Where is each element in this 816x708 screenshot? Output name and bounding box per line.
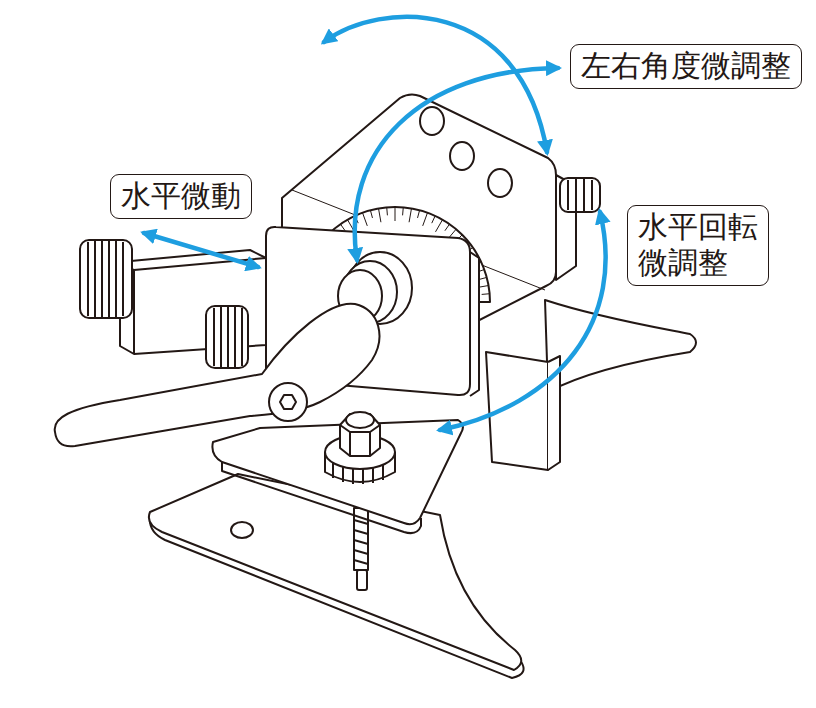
- right-knob: [560, 178, 600, 212]
- base-plate: [149, 474, 524, 678]
- protractor-scale-part: [363, 213, 368, 226]
- adjust-screw-part: [354, 520, 368, 524]
- motion-arrows-part: [324, 17, 547, 152]
- protractor-scale-part: [402, 207, 404, 215]
- protractor-scale-part: [432, 216, 435, 223]
- adjust-screw-part: [354, 540, 368, 544]
- slide-block-left-part: [101, 240, 103, 318]
- clamp-lever-part: [269, 383, 307, 421]
- lock-nut-part: [352, 468, 354, 484]
- slide-block-left-part: [227, 306, 229, 368]
- slide-block-left-part: [108, 240, 110, 318]
- clamp-lever-part: [280, 395, 296, 409]
- slide-block-left-part: [206, 306, 248, 368]
- callout-label: 水平回転 微調整: [638, 209, 758, 281]
- protractor-scale-part: [379, 208, 381, 222]
- clamp-lever-part: [55, 304, 380, 447]
- base-arm-part: [545, 300, 696, 392]
- right-knob-part: [567, 180, 569, 210]
- slide-block-left-part: [94, 241, 96, 317]
- right-knob-part: [583, 178, 585, 212]
- slide-block-left-part: [115, 241, 117, 317]
- protractor-scale-part: [395, 207, 396, 221]
- protractor-scale-part: [479, 277, 487, 279]
- right-knob-part: [591, 180, 593, 210]
- bracket-plate-part: [470, 252, 479, 396]
- upper-plate: [212, 420, 463, 533]
- motion-arrows-part: [355, 68, 558, 260]
- upper-plate-part: [212, 420, 463, 524]
- lock-nut-part: [382, 464, 384, 480]
- right-knob-part: [575, 178, 577, 212]
- lock-nut-part: [346, 412, 374, 428]
- motion-arrows-part: [440, 212, 606, 430]
- protractor-scale-part: [436, 220, 443, 232]
- callout-label: 左右角度微調整: [581, 48, 791, 84]
- protractor-scale-part: [370, 210, 372, 218]
- base-plate-part: [149, 474, 521, 670]
- right-knob-part: [560, 178, 600, 212]
- protractor-scale-part: [341, 224, 346, 231]
- slide-block-left-part: [80, 240, 132, 318]
- slide-block-left-part: [213, 308, 215, 366]
- callout-box: 左右角度微調整: [570, 44, 802, 89]
- adjust-screw-part: [354, 530, 368, 534]
- adjust-screw: [354, 508, 368, 590]
- base-plate-part: [231, 522, 253, 538]
- callout-label: 水平微動: [121, 178, 241, 214]
- base-arm: [545, 300, 696, 392]
- protractor-scale-part: [445, 224, 450, 231]
- lock-nut-part: [362, 468, 364, 484]
- lock-nut: [325, 412, 395, 484]
- callout-box: 水平微動: [110, 174, 252, 219]
- slide-block-left-part: [87, 242, 89, 316]
- lock-nut-part: [332, 462, 334, 478]
- callout-box: 水平回転 微調整: [627, 205, 769, 286]
- motion-arrows-part: [144, 233, 258, 267]
- protractor-scale-part: [423, 213, 428, 226]
- lock-nut-part: [340, 425, 380, 456]
- clamp-lever: [55, 304, 380, 447]
- tilt-head-part: [488, 169, 512, 197]
- adjust-screw-part: [357, 570, 367, 590]
- slide-block-left-part: [122, 242, 124, 316]
- tilt-head-part: [420, 107, 444, 135]
- motion-arrows: [144, 17, 606, 430]
- protractor-scale-part: [418, 210, 420, 218]
- lock-nut-part: [372, 467, 374, 483]
- adjust-screw-part: [354, 550, 368, 554]
- slide-block-left-part: [234, 307, 236, 367]
- slide-block-left-part: [241, 308, 243, 366]
- protractor-scale-part: [409, 208, 411, 222]
- tilt-head-part: [450, 142, 474, 170]
- protractor-scale-part: [386, 207, 388, 215]
- lock-nut-part: [342, 466, 344, 482]
- slide-block-left-part: [220, 307, 222, 367]
- protractor-scale-part: [482, 293, 490, 295]
- adjust-screw-part: [354, 560, 368, 564]
